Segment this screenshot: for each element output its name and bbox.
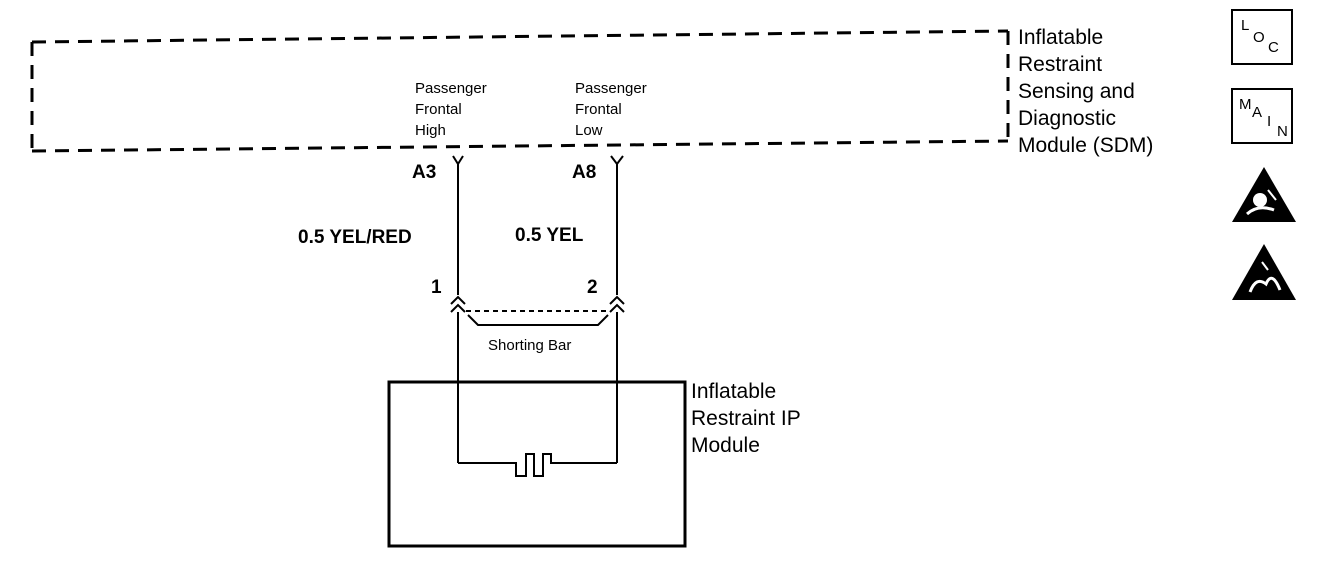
sdm-name-line: Inflatable: [1018, 26, 1104, 49]
wire-high-color-label: 0.5 YEL/RED: [298, 227, 412, 248]
circuit-label-line: Frontal: [575, 101, 622, 118]
sdm-name-line: Module (SDM): [1018, 134, 1154, 157]
circuit-label-line: High: [415, 122, 446, 139]
loc-icon-letter: L: [1241, 17, 1250, 34]
circuit-low-label: Passenger Frontal Low: [575, 78, 647, 141]
connector-pin-2-label: 2: [587, 277, 598, 298]
connector-pin-1-symbol: [450, 295, 466, 313]
sdm-name-line: Restraint: [1018, 53, 1103, 76]
circuit-label-line: Passenger: [415, 80, 487, 97]
shorting-bar-bracket: [467, 314, 609, 326]
circuit-label-line: Frontal: [415, 101, 462, 118]
ip-module-name-line: Restraint IP: [691, 407, 801, 430]
airbag-warning-icon: [1232, 167, 1296, 222]
ip-module-name-line: Inflatable: [691, 380, 777, 403]
circuit-label-line: Passenger: [575, 80, 647, 97]
main-icon-letter: I: [1267, 113, 1272, 130]
terminal-a8-label: A8: [572, 162, 597, 183]
sdm-name-line: Diagnostic: [1018, 107, 1117, 130]
shorting-bar-label: Shorting Bar: [488, 337, 572, 354]
terminal-a8-symbol: [610, 155, 624, 166]
ip-module-name: Inflatable Restraint IP Module: [691, 378, 801, 459]
wire-low-color-label: 0.5 YEL: [515, 225, 584, 246]
esd-warning-icon: [1232, 244, 1296, 300]
connector-pin-2-symbol: [609, 295, 625, 313]
loc-icon[interactable]: L O C: [1231, 9, 1293, 65]
terminal-a3-symbol: [452, 155, 464, 166]
connector-pin-1-label: 1: [431, 277, 442, 298]
ip-module-name-line: Module: [691, 434, 760, 457]
ip-module-box: [387, 380, 687, 548]
circuit-high-label: Passenger Frontal High: [415, 78, 487, 141]
main-icon-letter: M: [1239, 96, 1252, 113]
sdm-name: Inflatable Restraint Sensing and Diagnos…: [1018, 24, 1153, 159]
loc-icon-letter: C: [1268, 39, 1279, 56]
main-icon[interactable]: M A I N: [1231, 88, 1293, 144]
main-icon-letter: N: [1277, 123, 1288, 140]
sdm-dashed-outline: [30, 29, 1010, 153]
terminal-a3-label: A3: [412, 162, 437, 183]
sdm-name-line: Sensing and: [1018, 80, 1135, 103]
loc-icon-letter: O: [1253, 29, 1265, 46]
main-icon-letter: A: [1252, 104, 1263, 121]
circuit-label-line: Low: [575, 122, 603, 139]
squib-element: [458, 453, 617, 477]
